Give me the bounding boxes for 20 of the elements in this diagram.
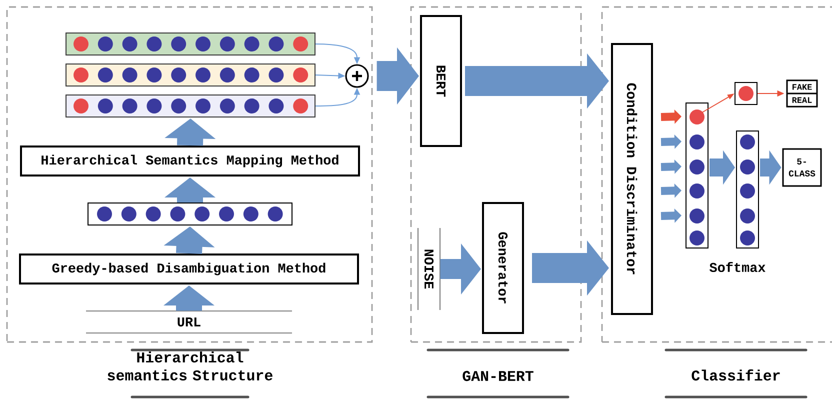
layer-label: Softmax: [710, 262, 766, 272]
embedding-row: [66, 64, 316, 86]
output-box: 5-CLASS: [782, 148, 822, 187]
embedding-row: [66, 94, 316, 118]
panel-caption: Hierarchical semantics Structure: [108, 352, 272, 380]
neuron-column: [686, 102, 708, 248]
input-label: NOISE: [424, 250, 434, 289]
process-box: Generator: [482, 202, 524, 334]
process-box: BERT: [420, 15, 462, 147]
input-label: URL: [178, 318, 200, 326]
sum-circle: [345, 64, 369, 88]
embedding-row: [88, 202, 292, 226]
neuron-box: [734, 82, 758, 105]
panel-caption: Classifier: [692, 369, 780, 381]
process-box: Greedy-based Disambiguation Method: [19, 254, 359, 284]
embedding-row: [66, 32, 316, 56]
panel-caption: GAN-BERT: [462, 370, 534, 382]
output-box: FAKE REAL: [786, 80, 818, 108]
process-box: Condition Discriminator: [611, 43, 653, 315]
process-box: Hierarchical Semantics Mapping Method: [20, 146, 360, 176]
